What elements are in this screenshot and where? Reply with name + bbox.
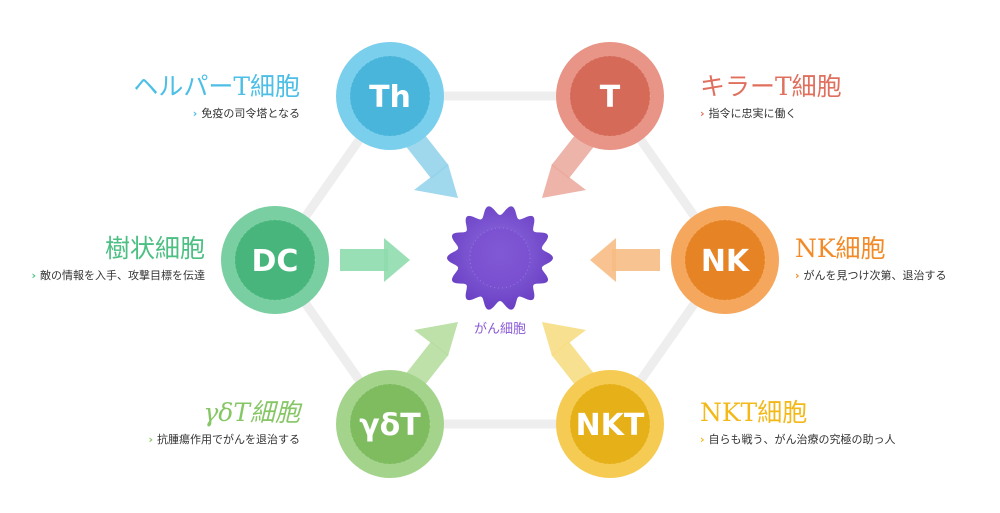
nkt-label: NKT細胞 ›自らも戦う、がん治療の究極の助っ人 — [700, 398, 896, 448]
nkt-cell-abbr: NKT — [576, 408, 645, 443]
t-label: キラーT細胞 ›指令に忠実に働く — [700, 72, 842, 122]
dc-label: 樹状細胞 › 敵の情報を入手、攻撃目標を伝達 — [31, 234, 205, 284]
th-title: ヘルパーT細胞 — [133, 72, 300, 101]
t-title: キラーT細胞 — [700, 72, 842, 101]
dc-title: 樹状細胞 — [104, 234, 205, 263]
gdt-cell-abbr: γδT — [359, 408, 421, 443]
t-cell: T — [556, 42, 664, 150]
th-label: ヘルパーT細胞 ›免疫の司令塔となる — [133, 72, 300, 122]
nkt-cell: NKT — [556, 370, 664, 478]
nk-cell-abbr: NK — [701, 244, 751, 279]
th-cell: Th — [336, 42, 444, 150]
th-cell-nucleus — [350, 56, 430, 136]
dc-desc: 敵の情報を入手、攻撃目標を伝達 — [40, 269, 205, 282]
cancer-cell-label: がん細胞 — [474, 322, 526, 337]
th-cell-abbr: Th — [369, 80, 411, 115]
cancer-cell — [447, 206, 553, 310]
gdt-title: γδT細胞 — [203, 398, 300, 427]
arrow-nk — [590, 238, 660, 282]
gdt-cell: γδT — [336, 370, 444, 478]
t-desc: 指令に忠実に働く — [708, 107, 797, 120]
nkt-cell-nucleus — [570, 384, 650, 464]
nk-cell-nucleus — [685, 220, 765, 300]
gdt-desc: 抗腫瘍作用でがんを退治する — [157, 433, 300, 446]
nk-label: NK細胞 ›がんを見つけ次第、退治する — [795, 234, 947, 284]
t-cell-nucleus — [570, 56, 650, 136]
nk-cell: NK — [671, 206, 779, 314]
gdt-cell-nucleus — [350, 384, 430, 464]
chevron-right-icon: › — [700, 433, 705, 446]
nkt-desc: 自らも戦う、がん治療の究極の助っ人 — [708, 433, 896, 446]
th-desc: 免疫の司令塔となる — [201, 107, 300, 120]
nkt-title: NKT細胞 — [700, 398, 808, 427]
nk-desc: がんを見つけ次第、退治する — [803, 269, 947, 282]
chevron-right-icon: › — [700, 107, 705, 120]
nk-title: NK細胞 — [795, 234, 886, 263]
chevron-right-icon: › — [192, 107, 198, 120]
chevron-right-icon: › — [31, 269, 36, 282]
dc-cell: DC — [221, 206, 329, 314]
chevron-right-icon: › — [795, 269, 800, 282]
chevron-right-icon: › — [148, 433, 153, 446]
arrow-dc — [340, 238, 410, 282]
gdt-label: γδT細胞 › 抗腫瘍作用でがんを退治する — [148, 398, 300, 448]
dc-cell-nucleus — [235, 220, 315, 300]
dc-cell-abbr: DC — [252, 244, 299, 279]
t-cell-abbr: T — [600, 80, 621, 115]
